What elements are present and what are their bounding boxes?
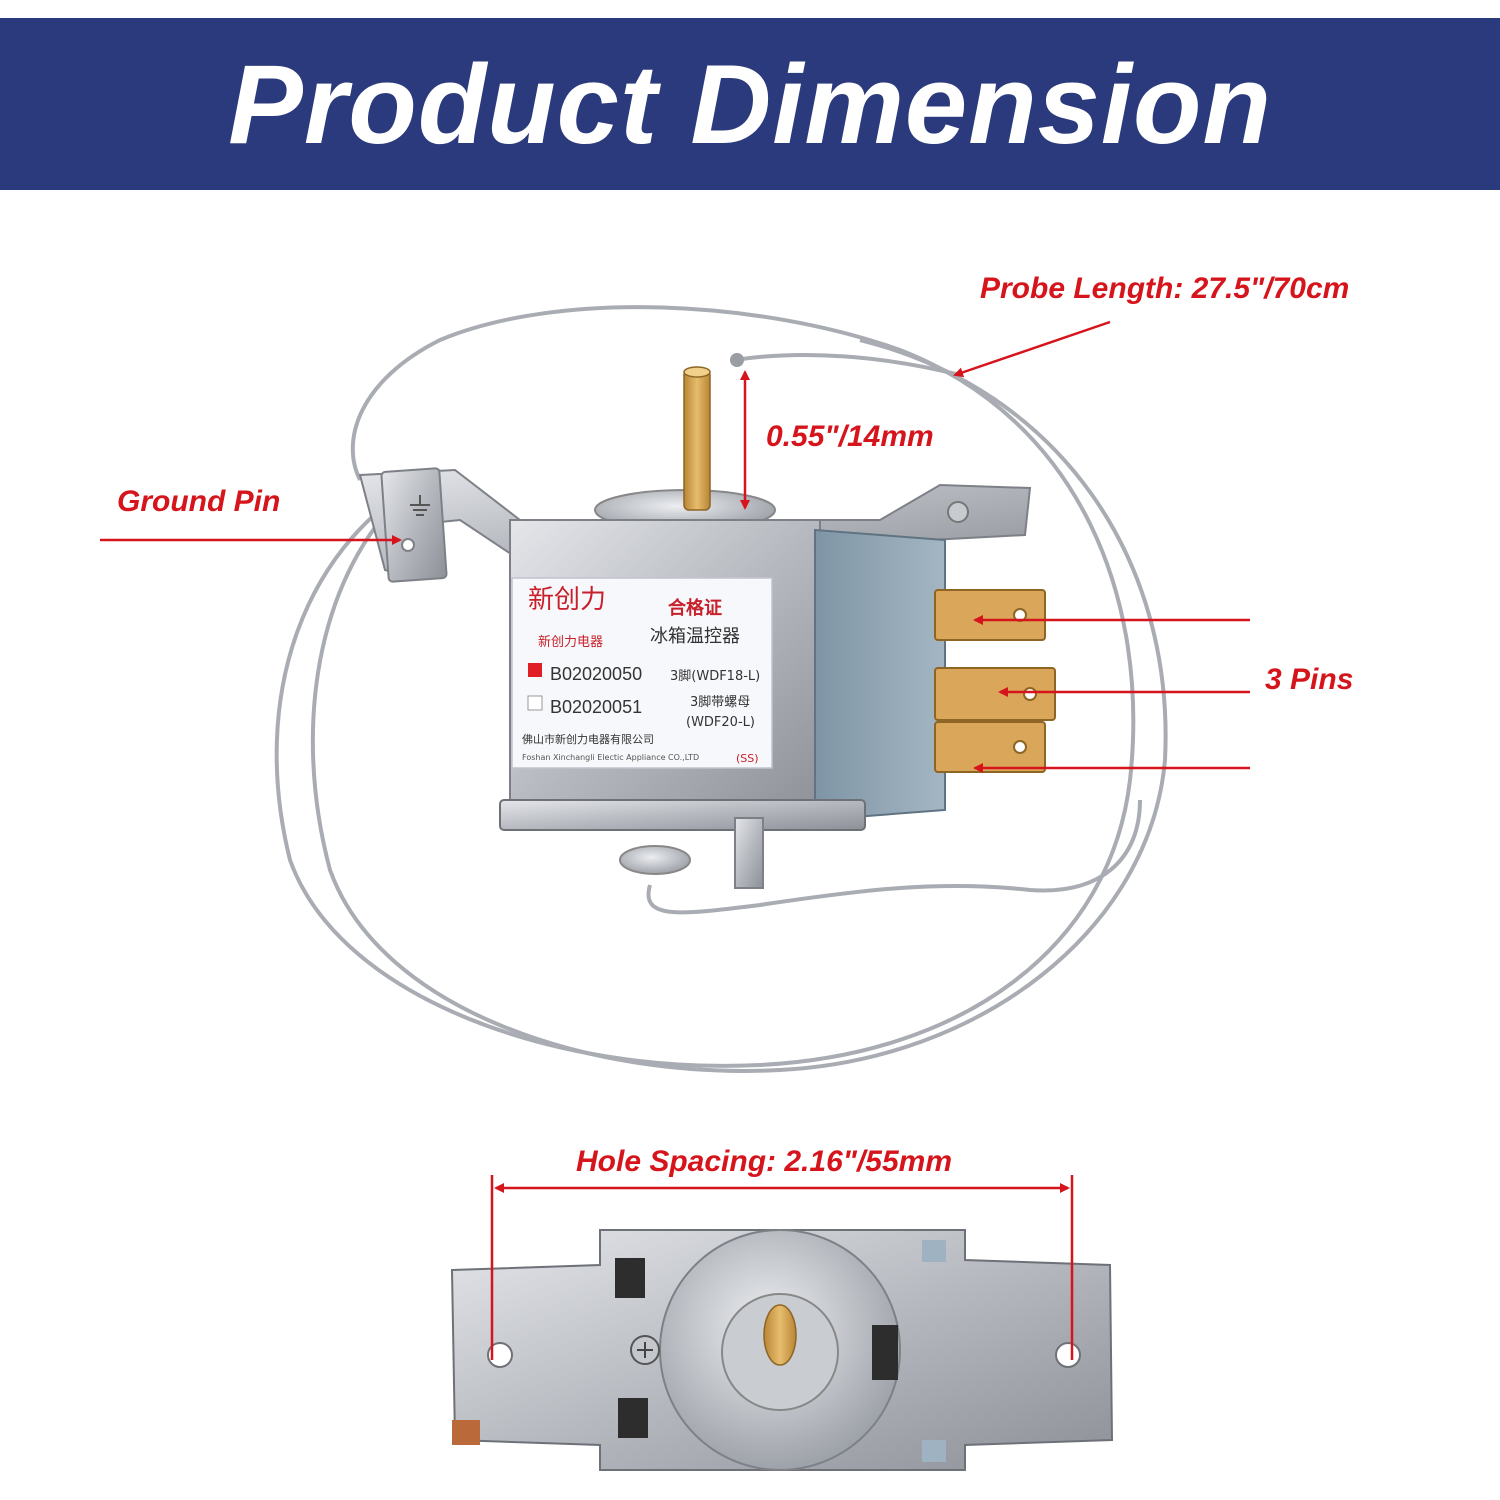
- control-shaft: [683, 369, 711, 511]
- shaft-height-label: 0.55"/14mm: [766, 420, 934, 453]
- mounting-hole-right: [1055, 1342, 1081, 1368]
- arrow-icon: [953, 320, 1111, 378]
- pins-label: 3 Pins: [1265, 663, 1354, 696]
- ground-symbol-icon: [410, 495, 430, 516]
- label-company-en: Foshan Xinchangli Electic Appliance CO.,…: [522, 753, 699, 762]
- capillary-tube: [274, 305, 1168, 1073]
- label-model-1-desc: 3脚(WDF18-L): [670, 668, 760, 684]
- probe-length-label: Probe Length: 27.5"/70cm: [980, 272, 1350, 305]
- label-model-1: B02020050: [550, 664, 642, 684]
- terminal-pin-3: [934, 721, 1046, 773]
- label-cert: 合格证: [668, 597, 722, 619]
- terminal-pin-1: [934, 589, 1046, 641]
- product-label: 新创力 新创力电器 合格证 冰箱温控器 B02020050 3脚(WDF18-L…: [511, 577, 773, 769]
- hole-spacing-label: Hole Spacing: 2.16"/55mm: [576, 1145, 953, 1178]
- label-model-2: B02020051: [550, 697, 642, 717]
- probe-tip: [730, 353, 744, 367]
- ground-pin-label: Ground Pin: [117, 485, 281, 518]
- spade-terminals: [934, 589, 1056, 773]
- label-company-cn: 佛山市新创力电器有限公司: [522, 732, 654, 746]
- mounting-hole-left: [487, 1342, 513, 1368]
- header-banner: Product Dimension: [0, 18, 1500, 190]
- terminal-pin-2: [934, 667, 1056, 721]
- label-model-2-desc-2: (WDF20-L): [686, 715, 755, 730]
- label-model-2-desc-1: 3脚带螺母: [690, 694, 750, 710]
- brand-logo: 新创力: [528, 585, 606, 615]
- label-ss: (SS): [736, 752, 759, 765]
- label-brand: 新创力电器: [538, 634, 603, 650]
- dimension-arrows: [100, 320, 1250, 1360]
- checkbox-checked: [528, 663, 542, 677]
- bottom-view: [450, 1229, 1114, 1471]
- label-product-type: 冰箱温控器: [650, 626, 740, 647]
- checkbox-empty: [527, 695, 543, 711]
- page-title: Product Dimension: [228, 41, 1272, 167]
